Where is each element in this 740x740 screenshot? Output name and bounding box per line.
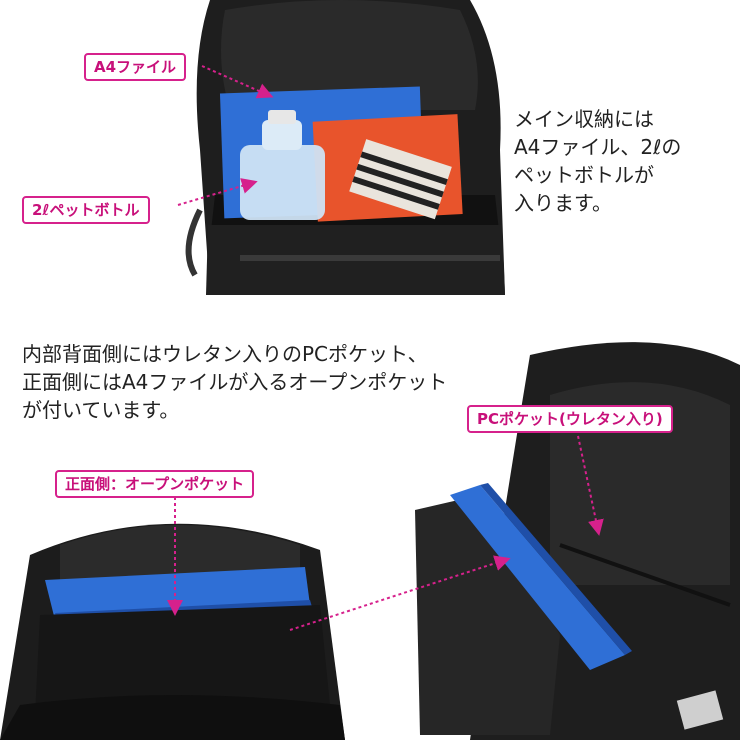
label-a4-file: A4ファイル [84,53,187,81]
label-pc-pocket: PCポケット(ウレタン入り) [467,405,673,433]
front-pocket-photo [0,505,345,740]
label-bottle: 2ℓペットボトル [22,196,150,224]
pc-pocket-photo [410,335,740,740]
pockets-description: 内部背面側にはウレタン入りのPCポケット、 正面側にはA4ファイルが入るオープン… [22,342,448,422]
main-storage-description: メイン収納には A4ファイル、2ℓの ペットボトルが 入ります。 [514,107,682,215]
label-front-pocket: 正面側：オープンポケット [55,470,255,498]
main-compartment-photo [170,0,510,295]
